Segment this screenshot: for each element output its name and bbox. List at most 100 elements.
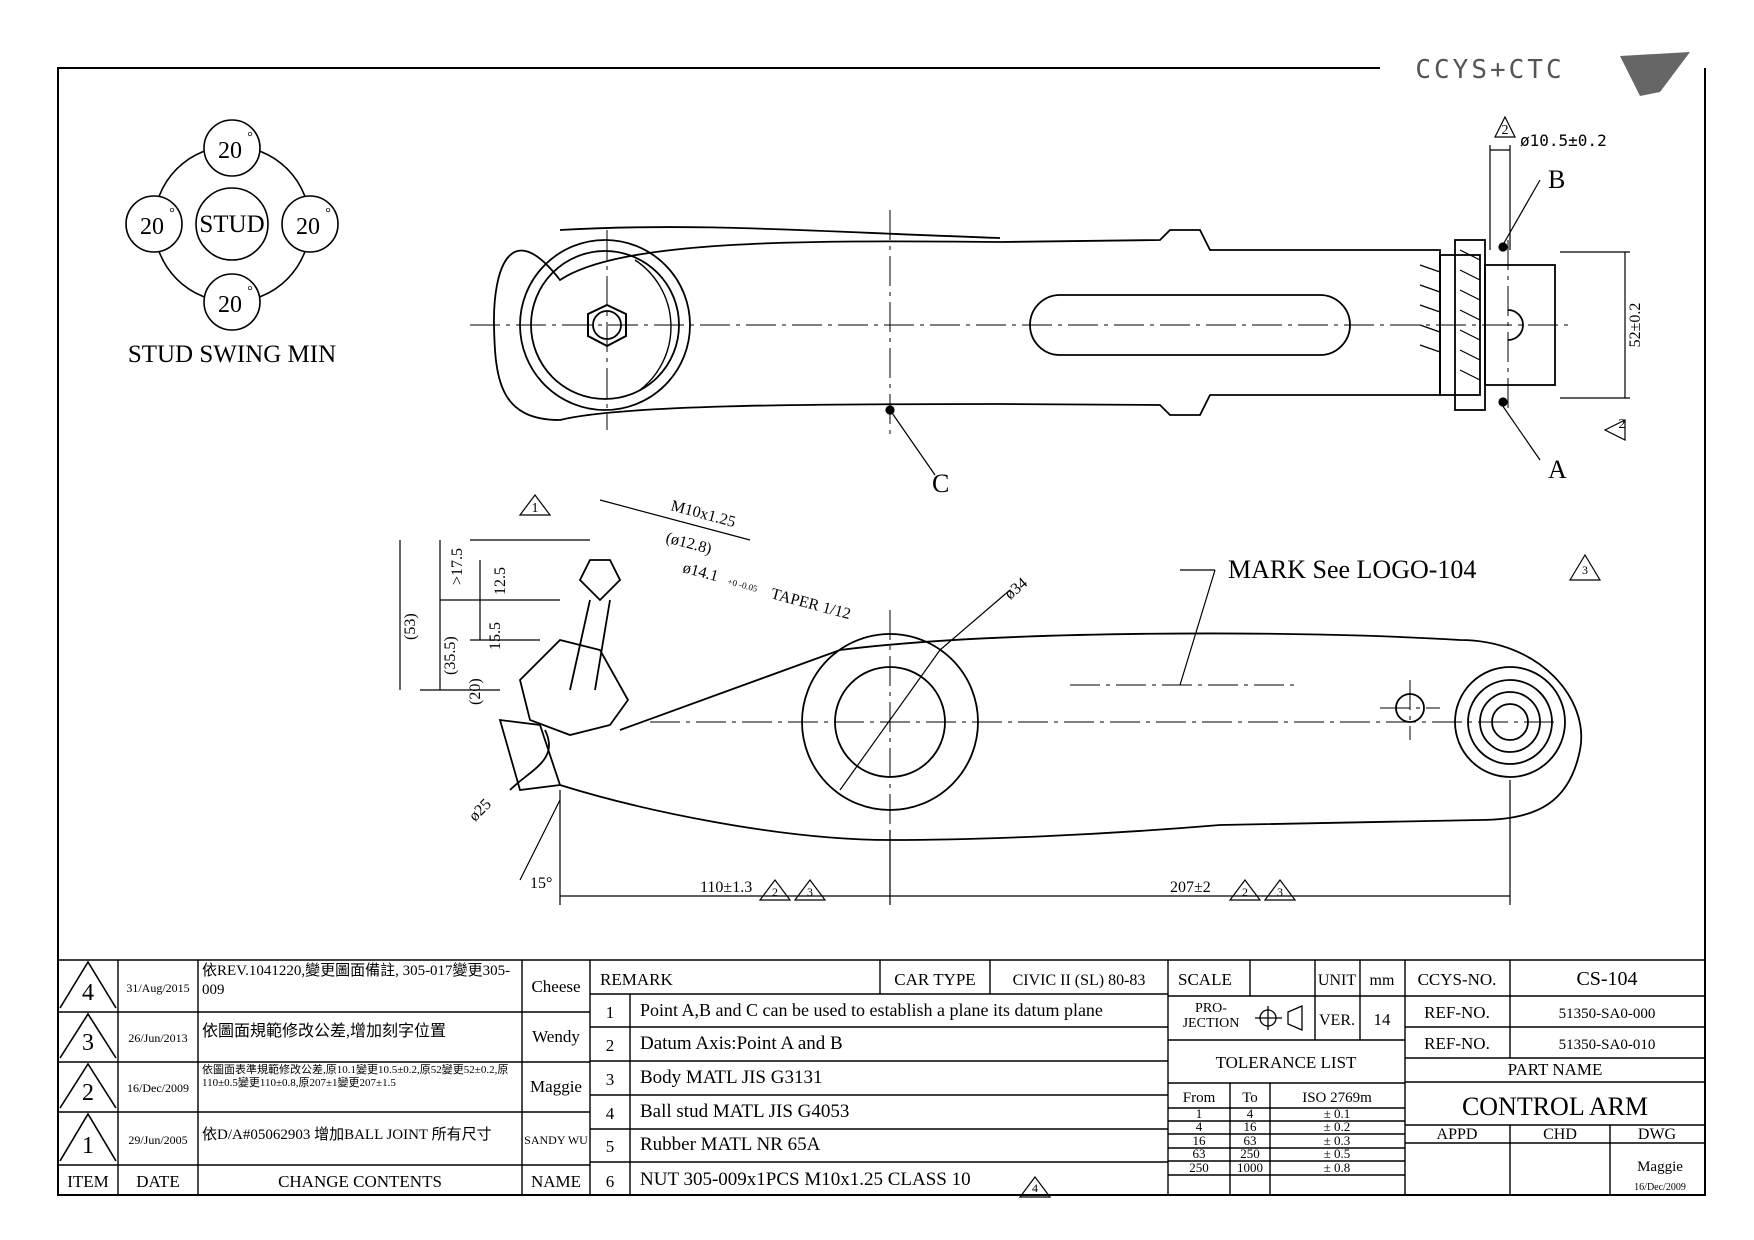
scale-label: SCALE [1178, 970, 1232, 989]
revision-triangles [59, 960, 117, 1162]
tol-to: 4 [1247, 1106, 1254, 1121]
part-name-label: PART NAME [1508, 1060, 1603, 1079]
tol-to: 16 [1244, 1119, 1258, 1134]
swing-right-value: 20 [296, 214, 320, 240]
ccys-no-value: CS-104 [1576, 968, 1637, 990]
degree-mark: ° [247, 284, 253, 299]
side-view-dims [399, 494, 1602, 1198]
swing-left-value: 20 [140, 214, 164, 240]
tol-to: 1000 [1237, 1160, 1263, 1175]
tol-value: ± 0.1 [1324, 1106, 1351, 1121]
ref-no-label: REF-NO. [1424, 1034, 1490, 1053]
rev-item: 1 [82, 1133, 94, 1159]
top-view-dims [885, 115, 1630, 476]
remark-number: 2 [606, 1036, 615, 1055]
tol-to: 63 [1244, 1133, 1257, 1148]
tol-from: 16 [1193, 1133, 1207, 1148]
side-view-centerlines [650, 610, 1560, 880]
tol-header-to: To [1242, 1090, 1258, 1106]
rev-mark-3: 3 [1582, 563, 1588, 577]
rev-name: Cheese [531, 977, 580, 996]
rev-contents: 依圖面表準規範修改公差,原10.1變更10.5±0.2,原52變更52±0.2,… [202, 1064, 509, 1089]
dim-53: (53) [402, 613, 419, 640]
dim-d128: (ø12.8) [664, 529, 713, 557]
dim-d10: ø10.5±0.2 [1520, 131, 1607, 150]
top-view-labels: 2 ø10.5±0.2 B A C 2 52±0.2 [932, 123, 1644, 498]
title-block: CCYS-NO. CS-104 REF-NO. 51350-SA0-000 RE… [1418, 968, 1686, 1193]
revision-row: 3 26/Jun/2013 依圖面規範修改公差,增加刻字位置 Wendy [82, 1023, 580, 1056]
swing-top-value: 20 [218, 138, 242, 164]
side-view [498, 559, 1583, 841]
dim-52: 52±0.2 [1627, 303, 1644, 348]
rev-mark-4: 4 [1032, 1181, 1038, 1195]
revision-row: 1 29/Jun/2005 依D/A#05062903 增加BALL JOINT… [82, 1127, 588, 1159]
top-view [493, 226, 1556, 421]
dim-155: 15.5 [487, 622, 504, 650]
dim-207: 207±2 [1170, 879, 1211, 896]
title-block-grid [58, 959, 1705, 1195]
rev-mark-2: 2 [1502, 123, 1509, 138]
appd-label: APPD [1437, 1126, 1478, 1143]
dim-110: 110±1.3 [700, 879, 752, 896]
projection-symbol-icon [1255, 1005, 1303, 1031]
rev-item: 2 [82, 1080, 94, 1106]
rev-contents: 依D/A#05062903 增加BALL JOINT 所有尺寸 [202, 1127, 492, 1143]
car-type-value: CIVIC II (SL) 80-83 [1013, 972, 1146, 989]
point-c-label: C [932, 469, 949, 498]
swing-caption: STUD SWING MIN [128, 341, 336, 368]
degree-mark: ° [169, 206, 175, 221]
chd-label: CHD [1543, 1126, 1577, 1143]
rev-item: 3 [82, 1030, 94, 1056]
dim-175: >17.5 [449, 548, 466, 585]
dim-m10: M10x1.25 [669, 497, 737, 531]
swing-center-label: STUD [199, 211, 264, 238]
rev-mark-3: 3 [807, 885, 813, 899]
dim-d141-tolerance: +0 -0.05 [726, 576, 759, 594]
tol-header-from: From [1183, 1090, 1216, 1106]
ref-no-value: 51350-SA0-000 [1559, 1006, 1656, 1022]
rev-mark-2: 2 [1619, 417, 1626, 432]
sheet-border [57, 67, 1706, 1196]
tol-value: ± 0.5 [1324, 1146, 1351, 1161]
company-logo: CCYS+CTC [1415, 52, 1690, 96]
rev-mark-1: 1 [532, 501, 539, 516]
dim-d141: ø14.1 [681, 559, 720, 585]
rev-item: 4 [82, 980, 94, 1006]
remark-text: Rubber MATL NR 65A [640, 1134, 821, 1155]
degree-mark: ° [247, 130, 253, 145]
tol-header-iso: ISO 2769m [1302, 1090, 1372, 1106]
remark-text: Body MATL JIS G3131 [640, 1067, 822, 1088]
tol-to: 250 [1240, 1146, 1260, 1161]
dwg-label: DWG [1638, 1126, 1677, 1143]
point-a-label: A [1548, 455, 1567, 484]
remark-number: 4 [606, 1104, 615, 1123]
ccys-no-label: CCYS-NO. [1418, 970, 1497, 989]
remark-text: Ball stud MATL JIS G4053 [640, 1101, 849, 1122]
remark-number: 5 [606, 1137, 615, 1156]
stud-swing-labels: 20 20 20 20 STUD STUD SWING MIN ° ° ° ° [128, 130, 336, 368]
rev-header-name: NAME [531, 1172, 581, 1191]
unit-value: mm [1370, 972, 1395, 989]
tol-from: 250 [1189, 1160, 1209, 1175]
remark-number: 1 [606, 1003, 615, 1022]
rev-mark-2: 2 [772, 885, 778, 899]
revision-row: 2 16/Dec/2009 依圖面表準規範修改公差,原10.1變更10.5±0.… [82, 1064, 582, 1106]
ver-value: 14 [1374, 1010, 1392, 1029]
ref-no-label: REF-NO. [1424, 1003, 1490, 1022]
projection-label: PRO- JECTION [1182, 1001, 1240, 1031]
angle-15: 15° [530, 875, 552, 892]
rev-mark-3: 3 [1277, 885, 1283, 899]
tolerance-rows: 1 4 ± 0.1 4 16 ± 0.2 16 63 ± 0.3 63 250 … [1189, 1106, 1350, 1175]
rev-header-date: DATE [136, 1172, 179, 1191]
remark-number: 3 [606, 1070, 615, 1089]
car-type-label: CAR TYPE [894, 970, 975, 989]
rev-contents: 依圖面規範修改公差,增加刻字位置 [202, 1023, 447, 1040]
mark-logo-note: MARK See LOGO-104 [1228, 555, 1476, 584]
ref-no-value: 51350-SA0-010 [1559, 1037, 1656, 1053]
rev-mark-2: 2 [1242, 885, 1248, 899]
scale-tolerance-block: SCALE UNIT mm PRO- JECTION VER. 14 TOLER… [1178, 970, 1395, 1175]
rev-date: 31/Aug/2015 [126, 981, 189, 995]
rev-date: 29/Jun/2005 [128, 1133, 187, 1147]
tolerance-title: TOLERANCE LIST [1216, 1053, 1357, 1072]
